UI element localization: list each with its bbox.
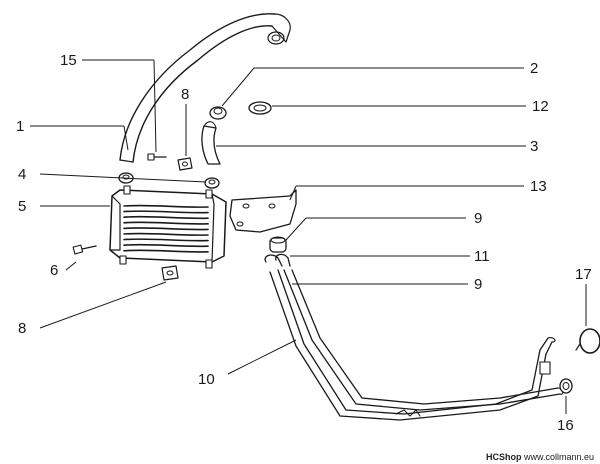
label-part-3: 3 [530,138,538,155]
elbow-hose-part-3 [201,121,221,165]
label-part-13: 13 [530,178,547,195]
plate-part-8-bottom [161,265,179,281]
radiator-fin [123,227,209,231]
label-part-9-bottom: 9 [474,276,482,293]
label-part-1: 1 [16,118,24,135]
clips-part-11 [264,253,291,267]
coolant-pipes-part-10 [269,269,564,421]
plate-part-8-top [177,157,193,171]
label-part-12: 12 [532,98,549,115]
hose-clamp-part-17 [575,328,600,354]
label-part-10: 10 [198,371,215,388]
leader-lines [30,59,587,414]
label-part-6: 6 [50,262,58,279]
watermark: HCShop www.collmann.eu [486,452,594,462]
washer-part-16 [559,378,573,394]
radiator-fin [123,210,209,214]
part-labels: 1 2 3 4 5 6 8 8 9 9 10 11 12 13 15 16 17 [16,52,592,434]
washer-part-12 [248,101,272,115]
radiator-fin [123,243,209,248]
radiator-fin [123,232,209,236]
label-part-2: 2 [530,60,538,77]
watermark-brand: HCShop [485,452,522,462]
label-part-9-top: 9 [474,210,482,227]
screw-part-6 [72,244,97,255]
radiator-part-5 [109,185,227,269]
radiator-fins [123,204,209,253]
radiator-fin [123,249,209,253]
label-part-17: 17 [575,266,592,283]
label-part-16: 16 [557,417,574,434]
label-part-5: 5 [18,198,26,215]
hose-clamp-part-2 [209,106,227,120]
radiator-fin [123,204,209,208]
label-part-11: 11 [474,248,490,265]
upper-hose [119,13,291,163]
label-part-15: 15 [60,52,77,69]
radiator-fin [123,215,209,220]
hose-end-part-9-top [269,236,287,253]
screw-part-15 [147,153,167,161]
label-part-4: 4 [18,166,26,183]
radiator-fin [123,221,209,225]
label-part-8-top: 8 [181,86,189,103]
watermark-site: www.collmann.eu [523,452,594,462]
label-part-8-bottom: 8 [18,320,26,337]
radiator-fin [123,238,209,242]
bracket-part-13 [229,189,297,233]
